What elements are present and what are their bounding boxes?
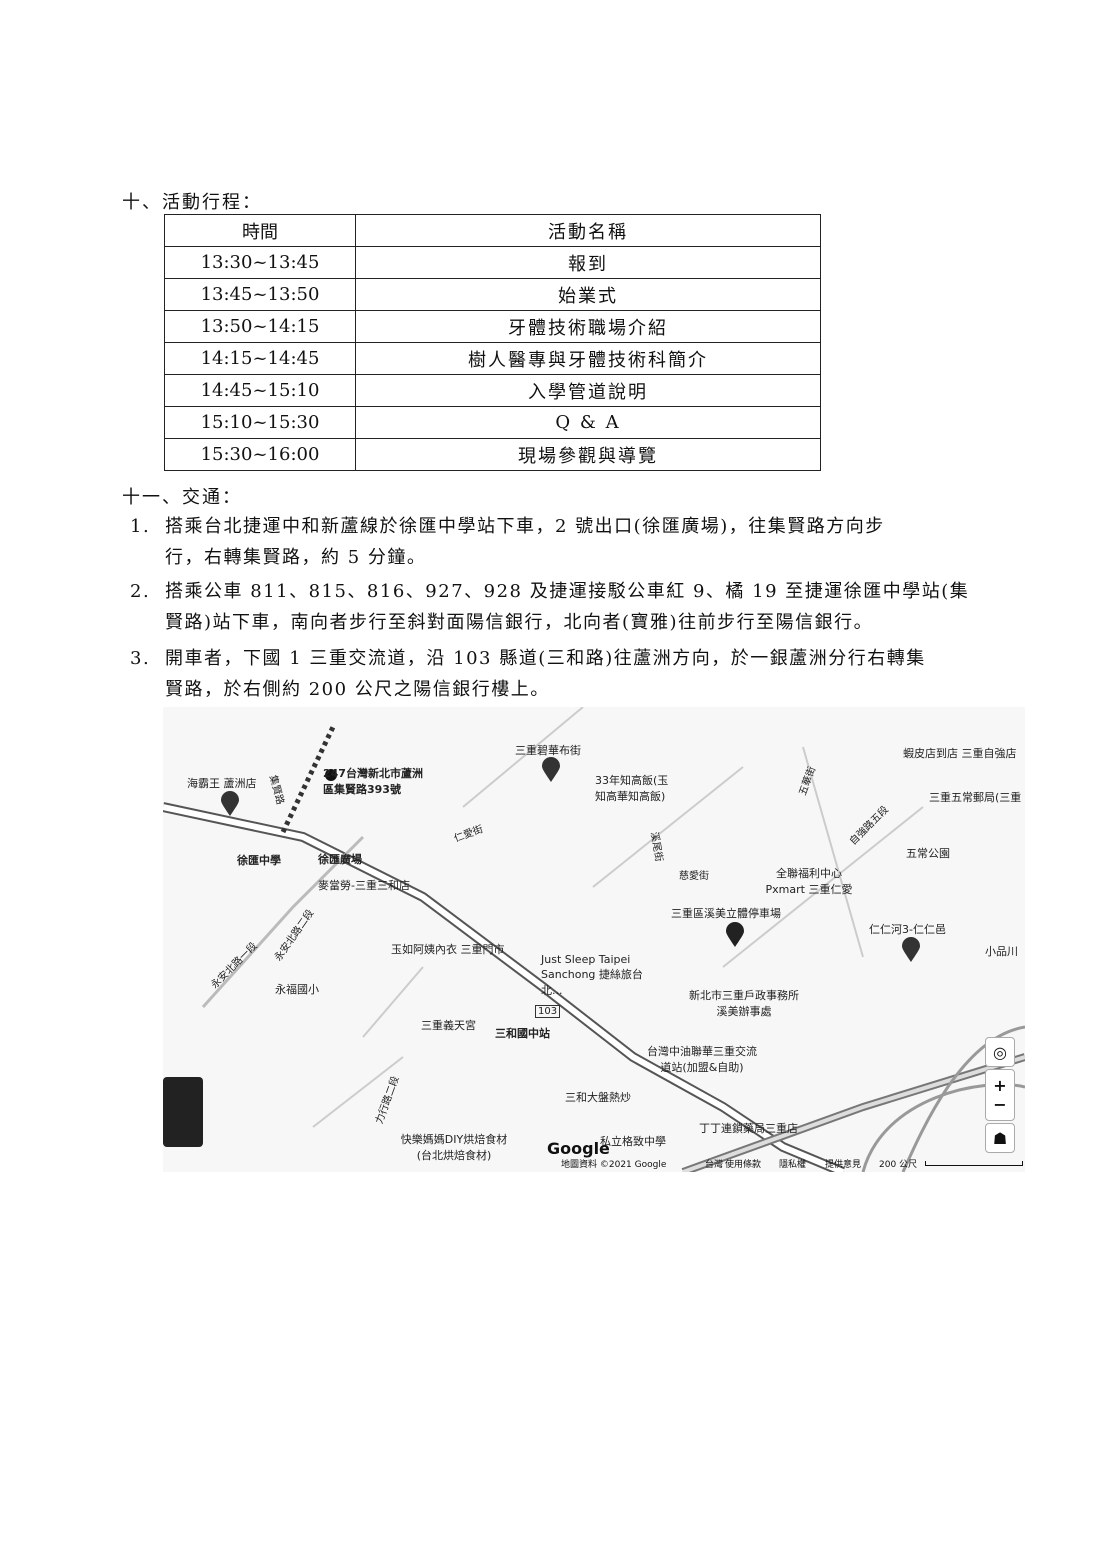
item-line: 開車者，下國 1 三重交流道，沿 103 縣道(三和路)往蘆洲方向，於一銀蘆洲分… [165,648,926,669]
terms-link[interactable]: 使用條款 [725,1160,762,1170]
map-data-credit: 地圖資料 ©2021 Google [561,1160,667,1170]
item-number: 2. [130,581,151,602]
map-roads [163,707,1025,1172]
destination-pin-icon[interactable] [321,765,341,791]
place-label: 台灣中油聯華三重交流道站(加盟&自助) [647,1045,757,1074]
table-header-row: 時間 活動名稱 [164,214,821,247]
location-map[interactable]: 247台灣新北市蘆洲區集賢路393號 海霸王 蘆洲店 三重碧華布街 33年知高飯… [163,707,1025,1172]
station-label: 徐匯中學 [237,854,281,867]
row-activity: 現場參觀與導覽 [355,438,821,471]
place-label: 海霸王 蘆洲店 [187,777,257,790]
feedback-link[interactable]: 提供意見 [825,1160,862,1170]
col-header-activity: 活動名稱 [355,214,821,247]
row-activity: 牙體技術職場介紹 [355,310,821,343]
place-label: 三重義天宮 [421,1019,476,1032]
place-label: 快樂媽媽DIY烘焙食材(台北烘焙食材) [400,1133,508,1162]
place-label: 三重區溪美立體停車場 [671,907,781,920]
place-label: 33年知高飯(玉知高華知高飯) [595,774,669,803]
place-label: 仁仁河3-仁仁邑 [869,923,946,936]
parking-pin-icon[interactable] [725,922,745,948]
row-time: 14:15~14:45 [164,342,356,375]
zoom-in-icon[interactable]: + [993,1076,1007,1095]
row-activity: Q & A [355,406,821,439]
row-time: 13:50~14:15 [164,310,356,343]
place-label: 徐匯廣場 [318,853,362,866]
zoom-control[interactable]: + − [985,1069,1015,1121]
transport-item: 3. 開車者，下國 1 三重交流道，沿 103 縣道(三和路)往蘆洲方向，於一銀… [130,643,926,705]
row-time: 14:45~15:10 [164,374,356,407]
place-label: 三重碧華布街 [515,744,581,757]
transport-item: 2. 搭乘公車 811、815、816、927、928 及捷運接駁公車紅 9、橘… [130,576,969,638]
row-activity: 始業式 [355,278,821,311]
item-line: 賢路)站下車，南向者步行至斜對面陽信銀行，北向者(寶雅)往前步行至陽信銀行。 [165,612,874,633]
place-label: 新北市三重戶政事務所溪美辦事處 [689,989,799,1018]
place-label: 三和大盤熱炒 [565,1091,631,1104]
destination-label: 247台灣新北市蘆洲區集賢路393號 [323,767,423,796]
row-time: 15:30~16:00 [164,438,356,471]
row-time: 13:45~13:50 [164,278,356,311]
item-number: 3. [130,648,151,669]
route-shield: 103 [535,1005,561,1018]
item-line: 搭乘台北捷運中和新蘆線於徐匯中學站下車，2 號出口(徐匯廣場)，往集賢路方向步 [165,516,885,537]
place-label: 小品川 [985,945,1018,958]
item-number: 1. [130,516,151,537]
place-label: 蝦皮店到店 三重自強店 [903,747,1017,760]
place-label: 三重五常郵局(三重 [929,791,1022,804]
place-label: 五常公園 [906,847,950,860]
place-label: 永福國小 [275,983,319,996]
col-header-time: 時間 [164,214,356,247]
locate-button[interactable]: ◎ [985,1037,1015,1067]
place-pin-icon[interactable] [901,937,921,963]
google-logo: Google [547,1139,610,1158]
row-activity: 入學管道說明 [355,374,821,407]
restaurant-pin-icon[interactable] [220,791,240,817]
street-view-thumbnail [163,1077,203,1147]
road-label: 慈愛街 [679,871,709,882]
row-time: 13:30~13:45 [164,246,356,279]
station-label: 三和國中站 [495,1027,550,1040]
place-label: 丁丁連鎖藥局三重店 [699,1122,798,1135]
item-line: 賢路，於右側約 200 公尺之陽信銀行樓上。 [165,679,550,700]
section-10-heading: 十、活動行程： [122,192,262,213]
item-line: 行，右轉集賢路，約 5 分鐘。 [165,547,427,568]
map-region: 台灣 [705,1160,724,1170]
scale-label: 200 公尺 [879,1160,918,1170]
place-label: 全聯福利中心 Pxmart 三重仁愛 [765,867,853,896]
zoom-out-icon[interactable]: − [993,1095,1007,1114]
item-line: 搭乘公車 811、815、816、927、928 及捷運接駁公車紅 9、橘 19… [165,581,970,602]
row-activity: 樹人醫專與牙體技術科簡介 [355,342,821,375]
place-label: 玉如阿姨內衣 三重門市 [391,943,505,956]
place-label: Just Sleep Taipei Sanchong 捷絲旅台北... [541,953,643,997]
place-label: 麥當勞-三重三和店 [318,879,410,892]
shop-pin-icon[interactable] [541,757,561,783]
place-label: 私立格致中學 [600,1135,666,1148]
privacy-link[interactable]: 隱私權 [779,1160,807,1170]
transport-item: 1. 搭乘台北捷運中和新蘆線於徐匯中學站下車，2 號出口(徐匯廣場)，往集賢路方… [130,511,885,573]
row-activity: 報到 [355,246,821,279]
row-time: 15:10~15:30 [164,406,356,439]
scale-bar [925,1161,1023,1166]
pegman-icon[interactable]: ☗ [985,1123,1015,1153]
section-11-heading: 十一、交通： [122,487,242,508]
